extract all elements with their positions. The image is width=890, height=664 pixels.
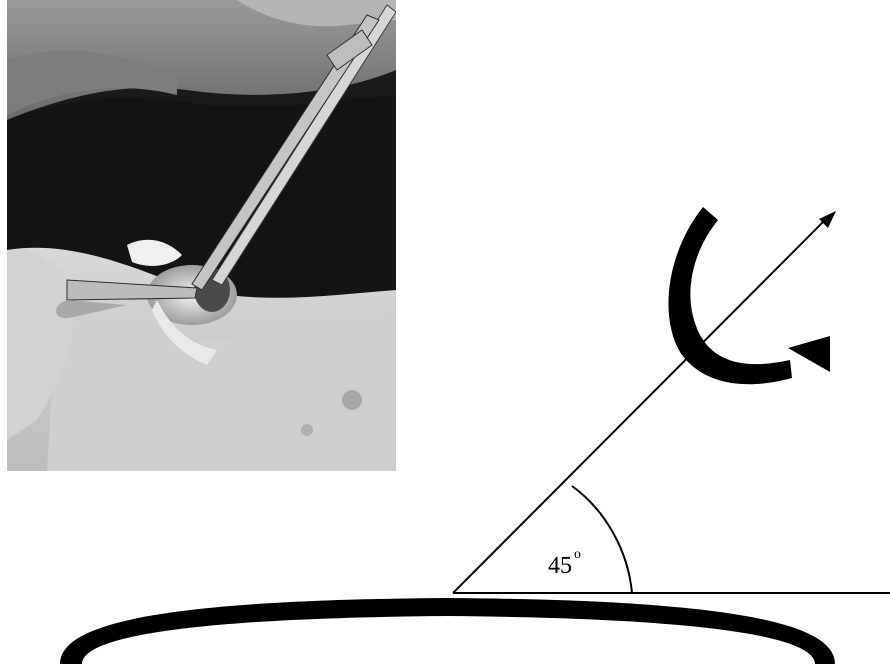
direction-arrow-icon [819, 211, 836, 228]
axis-line [453, 217, 828, 593]
curved-ring [60, 598, 835, 664]
angle-degree-symbol: o [574, 547, 581, 562]
angle-arc [572, 486, 632, 593]
angle-value: 45 [548, 553, 572, 579]
